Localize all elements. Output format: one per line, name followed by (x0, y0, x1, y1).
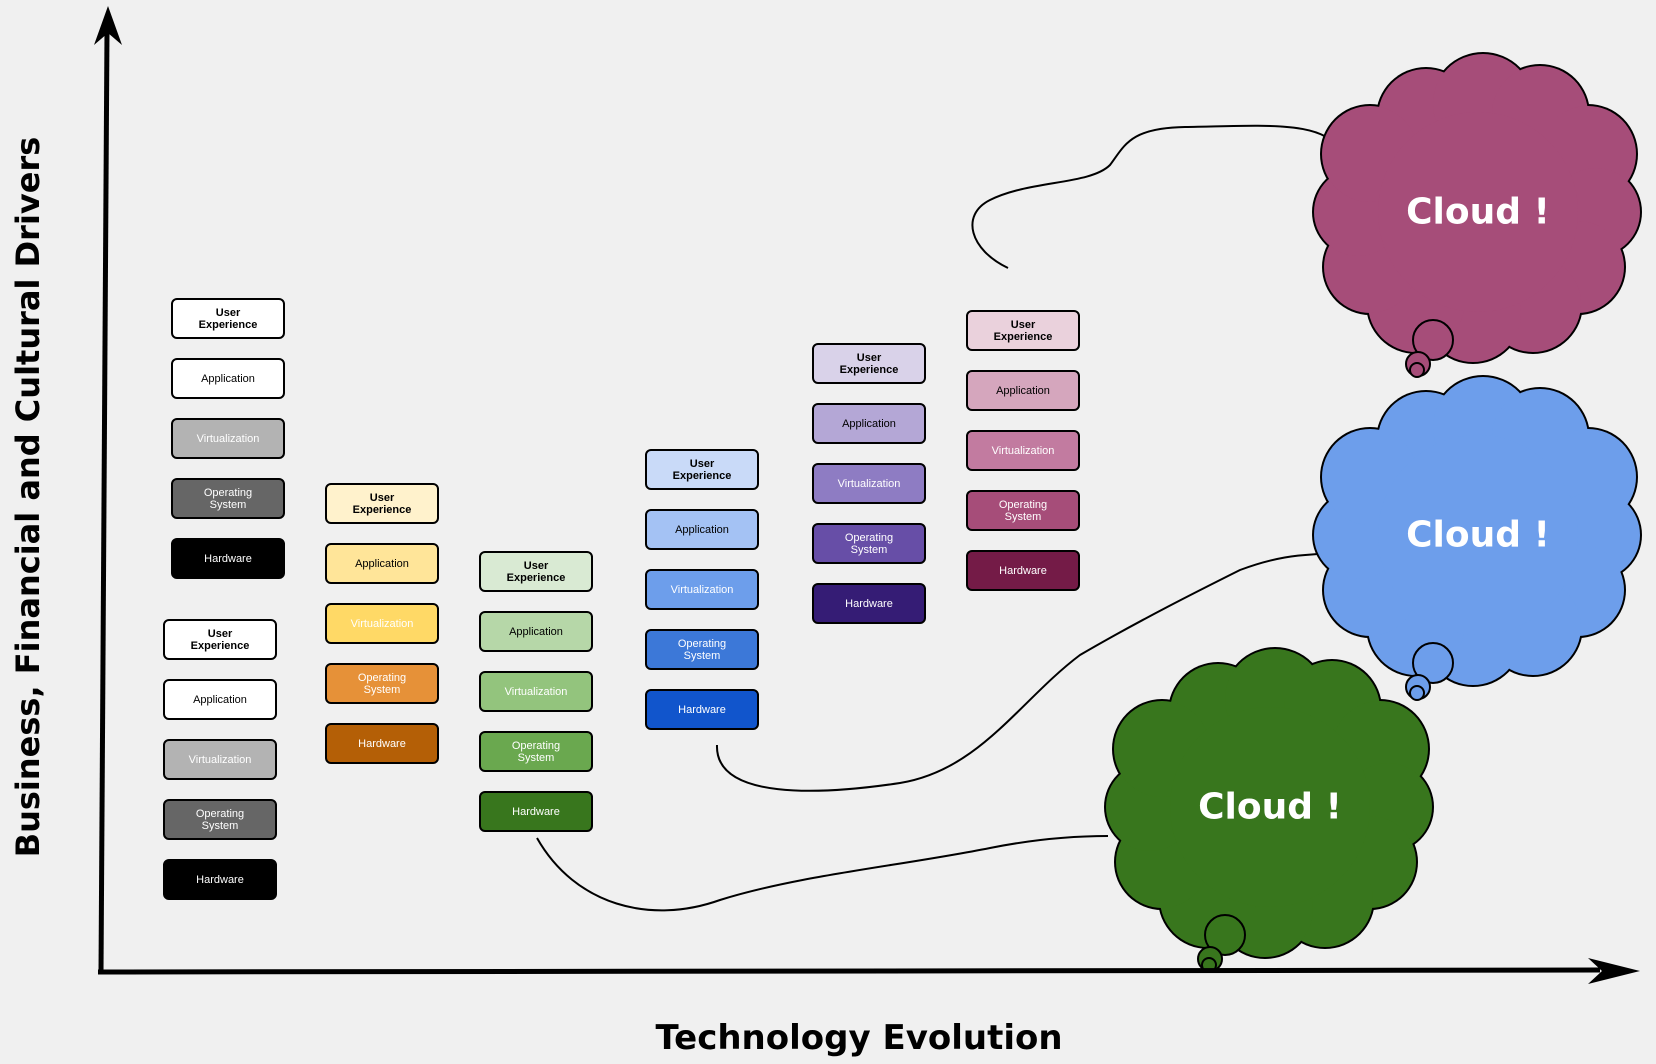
connector-blue (715, 553, 1319, 792)
y-axis-line (98, 29, 110, 973)
layer-operating-system: Operating System (645, 629, 759, 670)
layer-operating-system: Operating System (812, 523, 926, 564)
layer-application: Application (325, 543, 439, 584)
layer-user-experience: User Experience (325, 483, 439, 524)
layer-virtualization: Virtualization (171, 418, 285, 459)
x-axis-title: Technology Evolution (655, 1018, 1063, 1058)
layer-user-experience: User Experience (171, 298, 285, 339)
layer-user-experience: User Experience (479, 551, 593, 592)
connector-green (536, 835, 1109, 912)
cloud-pink-label: Cloud ! (1406, 191, 1550, 233)
cloud-blue-label: Cloud ! (1406, 514, 1550, 556)
connector-pink (971, 124, 1339, 269)
layer-application: Application (645, 509, 759, 550)
layer-application: Application (966, 370, 1080, 411)
layer-virtualization: Virtualization (645, 569, 759, 610)
layer-user-experience: User Experience (163, 619, 277, 660)
layer-hardware: Hardware (645, 689, 759, 730)
layer-operating-system: Operating System (966, 490, 1080, 531)
layer-user-experience: User Experience (966, 310, 1080, 351)
layer-virtualization: Virtualization (479, 671, 593, 712)
layer-hardware: Hardware (479, 791, 593, 832)
y-axis-arrowhead (94, 6, 122, 45)
layer-operating-system: Operating System (163, 799, 277, 840)
layer-hardware: Hardware (171, 538, 285, 579)
cloud-green (1104, 647, 1434, 973)
cloud-green-label: Cloud ! (1198, 786, 1342, 828)
layer-user-experience: User Experience (645, 449, 759, 490)
layer-hardware: Hardware (966, 550, 1080, 591)
layer-operating-system: Operating System (479, 731, 593, 772)
layer-virtualization: Virtualization (812, 463, 926, 504)
layer-virtualization: Virtualization (325, 603, 439, 644)
layer-user-experience: User Experience (812, 343, 926, 384)
layer-hardware: Hardware (325, 723, 439, 764)
layer-virtualization: Virtualization (966, 430, 1080, 471)
cloud-blue (1312, 375, 1642, 701)
layer-operating-system: Operating System (325, 663, 439, 704)
layer-application: Application (812, 403, 926, 444)
y-axis-title: Business, Financial and Cultural Drivers (9, 136, 47, 858)
layer-operating-system: Operating System (171, 478, 285, 519)
x-axis-line (97, 967, 1601, 975)
layer-hardware: Hardware (812, 583, 926, 624)
layer-hardware: Hardware (163, 859, 277, 900)
layer-application: Application (163, 679, 277, 720)
layer-virtualization: Virtualization (163, 739, 277, 780)
cloud-pink (1312, 52, 1642, 378)
x-axis-arrowhead (1588, 958, 1640, 984)
layer-application: Application (171, 358, 285, 399)
layer-application: Application (479, 611, 593, 652)
